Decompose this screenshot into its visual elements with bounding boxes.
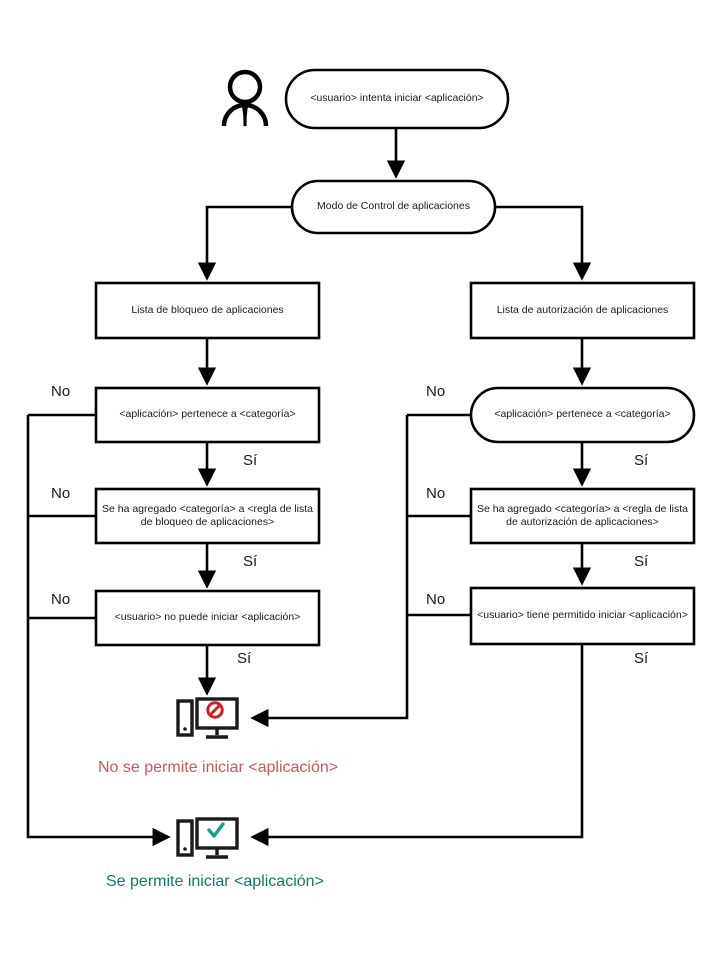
node-allow-added-shape bbox=[469, 487, 696, 545]
node-block-result-shape bbox=[94, 589, 321, 647]
caption-allowed: Se permite iniciar <aplicación> bbox=[106, 873, 324, 890]
edge-label-no-block-added: No bbox=[51, 485, 71, 502]
node-mode-shape bbox=[290, 179, 497, 235]
edge-mode-to-block-list bbox=[197, 205, 292, 281]
user-person-icon bbox=[221, 69, 269, 128]
node-allow-list-shape bbox=[469, 281, 696, 340]
edge-label-no-block-result: No bbox=[51, 591, 71, 608]
edge-left-no-rail bbox=[26, 415, 171, 847]
edge-label-yes-block-added: Sí bbox=[243, 553, 258, 570]
edge-label-no-allow-belongs: No bbox=[426, 383, 446, 400]
edge-label-yes-block-belongs: Sí bbox=[243, 452, 258, 469]
edge-label-no-allow-added: No bbox=[426, 485, 446, 502]
monitor-blocked-icon bbox=[176, 697, 239, 739]
edge-label-yes-allow-belongs: Sí bbox=[634, 452, 649, 469]
node-allow-belongs-shape bbox=[469, 386, 696, 444]
edge-right-no-rail bbox=[250, 415, 409, 728]
edge-label-no-allow-result: No bbox=[426, 591, 446, 608]
node-block-list-shape bbox=[94, 281, 321, 340]
node-start-shape bbox=[284, 68, 510, 130]
node-allow-result-shape bbox=[469, 586, 696, 646]
node-block-belongs-shape bbox=[94, 386, 321, 444]
edge-allow-result-yes-to-allowed bbox=[250, 644, 584, 847]
edge-label-yes-allow-result: Sí bbox=[634, 650, 649, 667]
edge-label-yes-block-result: Sí bbox=[237, 650, 252, 667]
caption-denied: No se permite iniciar <aplicación> bbox=[98, 759, 339, 776]
node-block-added-shape bbox=[94, 487, 321, 545]
edge-label-no-block-belongs: No bbox=[51, 383, 71, 400]
edge-label-yes-allow-added: Sí bbox=[634, 553, 649, 570]
monitor-allowed-icon bbox=[176, 817, 239, 859]
edge-mode-to-allow-list bbox=[495, 205, 592, 281]
